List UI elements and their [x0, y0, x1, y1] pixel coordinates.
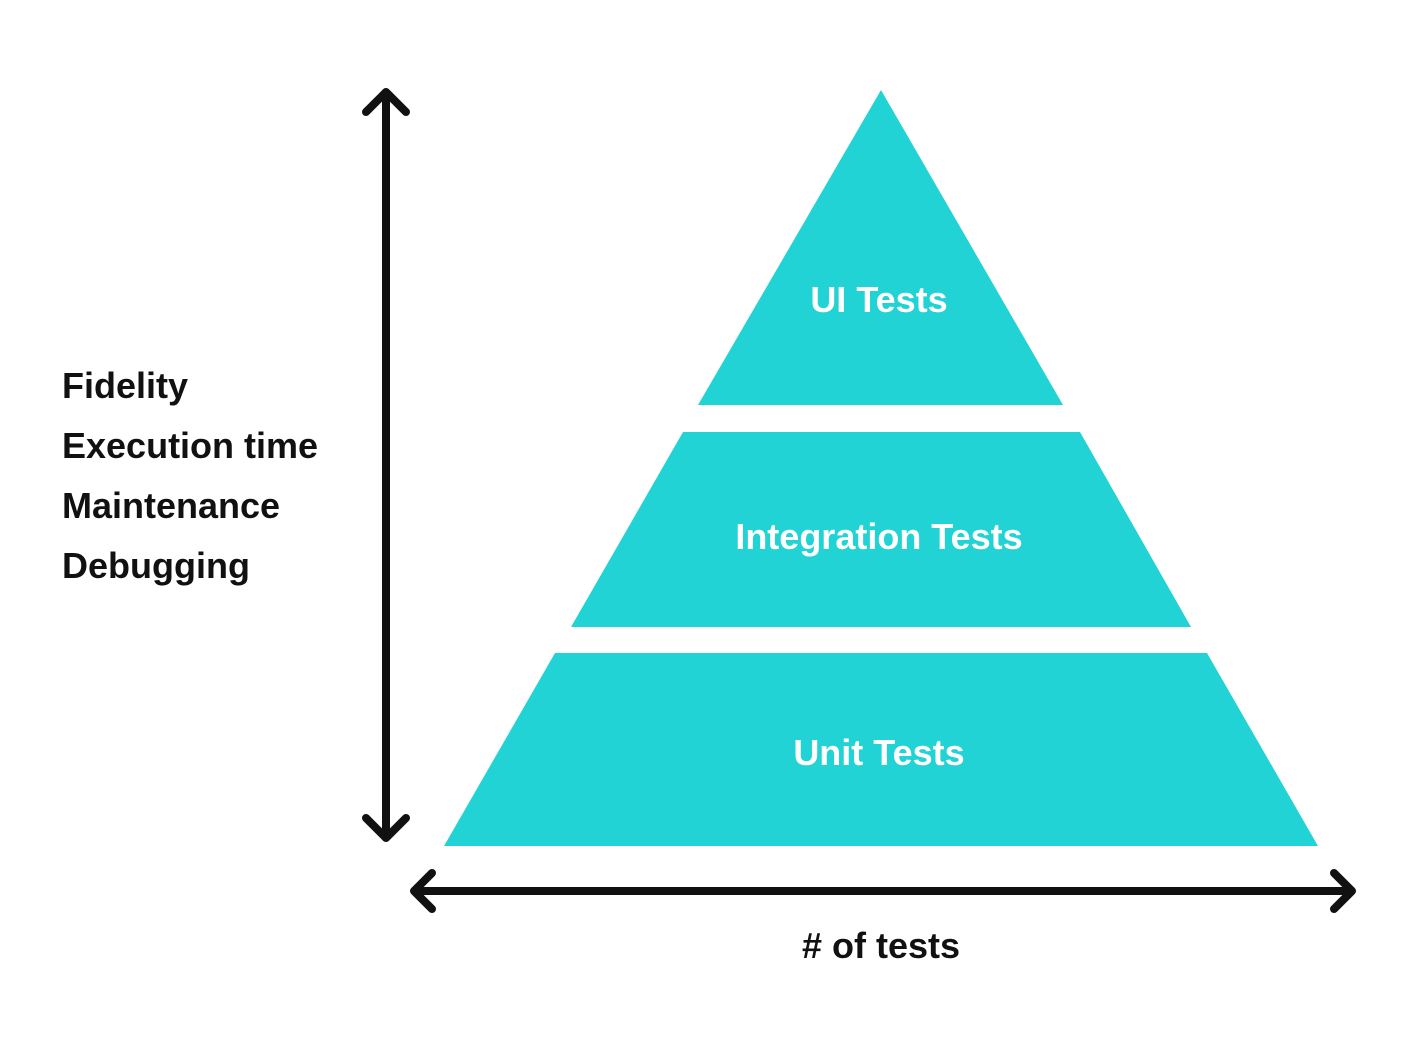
unit-tests-tier [444, 653, 1318, 846]
axis-label-number-of-tests: # of tests [802, 925, 960, 966]
unit-tests-label: Unit Tests [793, 732, 964, 773]
axis-label-fidelity: Fidelity [62, 365, 188, 406]
axis-label-debugging: Debugging [62, 545, 250, 586]
horizontal-axis-arrow [410, 869, 1356, 913]
integration-tests-label: Integration Tests [735, 516, 1022, 557]
integration-tests-tier [571, 432, 1191, 627]
axis-label-maintenance: Maintenance [62, 485, 280, 526]
ui-tests-label: UI Tests [810, 279, 947, 320]
vertical-axis-arrow [362, 88, 410, 842]
ui-tests-tier [698, 90, 1063, 405]
axis-label-execution-time: Execution time [62, 425, 318, 466]
